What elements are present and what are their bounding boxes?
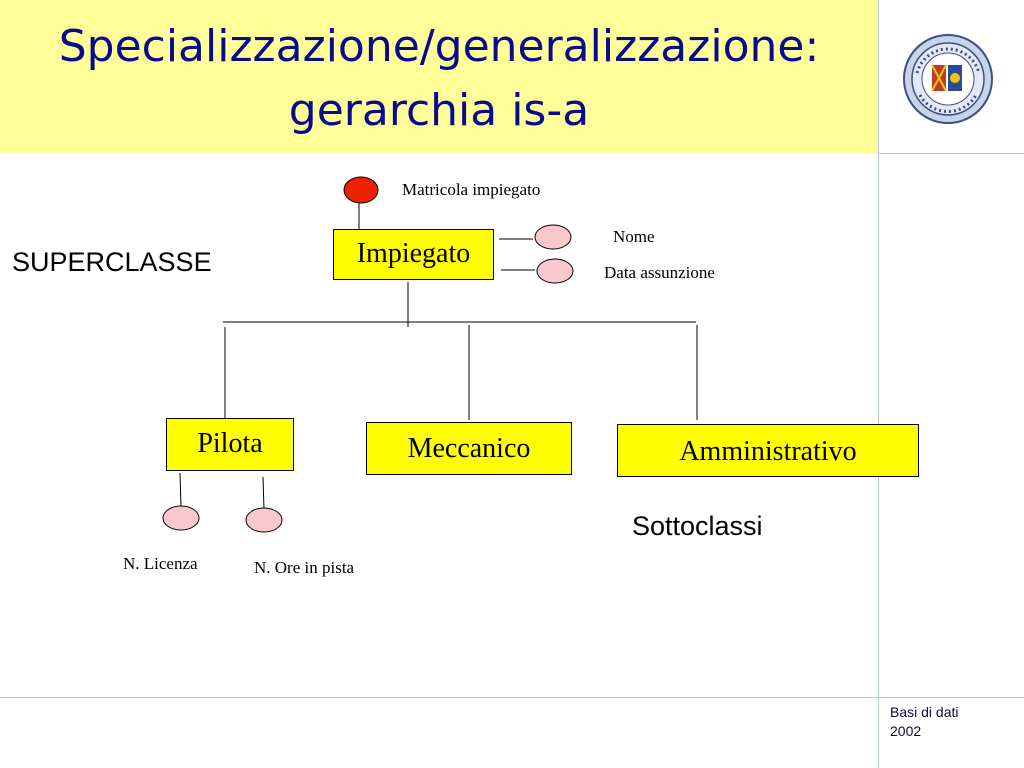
entity-meccanico-label: Meccanico: [407, 433, 531, 464]
attribute-connector-licenza: [179, 472, 182, 509]
slide-title-line2: gerarchia is-a: [288, 85, 590, 136]
attribute-label-nome: Nome: [613, 227, 655, 246]
attribute-label-licenza: N. Licenza: [123, 554, 198, 573]
attribute-marker-nome: [534, 224, 572, 250]
footer-caption: Basi di dati 2002: [890, 703, 1000, 741]
attribute-marker-licenza: [162, 505, 200, 531]
slide-title-line1: Specializzazione/generalizzazione:: [58, 21, 820, 72]
attribute-marker-ore: [245, 507, 283, 533]
attribute-connector-ore: [262, 476, 265, 511]
right-margin-rule: [878, 0, 879, 768]
attribute-label-ore: N. Ore in pista: [254, 558, 355, 577]
entity-pilota-label: Pilota: [197, 428, 263, 459]
entity-impiegato: Impiegato: [333, 229, 494, 280]
attribute-label-data-assunzione: Data assunzione: [604, 263, 715, 282]
subclass-caption: Sottoclassi: [632, 511, 763, 541]
entity-pilota: Pilota: [166, 418, 294, 471]
is-a-hierarchy-diagram: [162, 176, 698, 533]
footer-year: 2002: [890, 723, 922, 739]
key-attribute-marker: [343, 176, 379, 204]
title-band: [0, 0, 878, 153]
footer-course: Basi di dati: [890, 704, 959, 720]
entity-amministrativo: Amministrativo: [617, 424, 919, 477]
entity-amministrativo-label: Amministrativo: [679, 436, 857, 467]
footer-rule: [0, 697, 1024, 698]
entity-meccanico: Meccanico: [366, 422, 572, 475]
attribute-marker-data-assunzione: [536, 258, 574, 284]
superclass-caption: SUPERCLASSE: [12, 247, 212, 277]
entity-impiegato-label: Impiegato: [356, 238, 471, 269]
logo-separator-rule: [878, 153, 1024, 154]
attribute-label-matricola: Matricola impiegato: [402, 180, 541, 199]
university-seal-icon: [903, 34, 993, 124]
